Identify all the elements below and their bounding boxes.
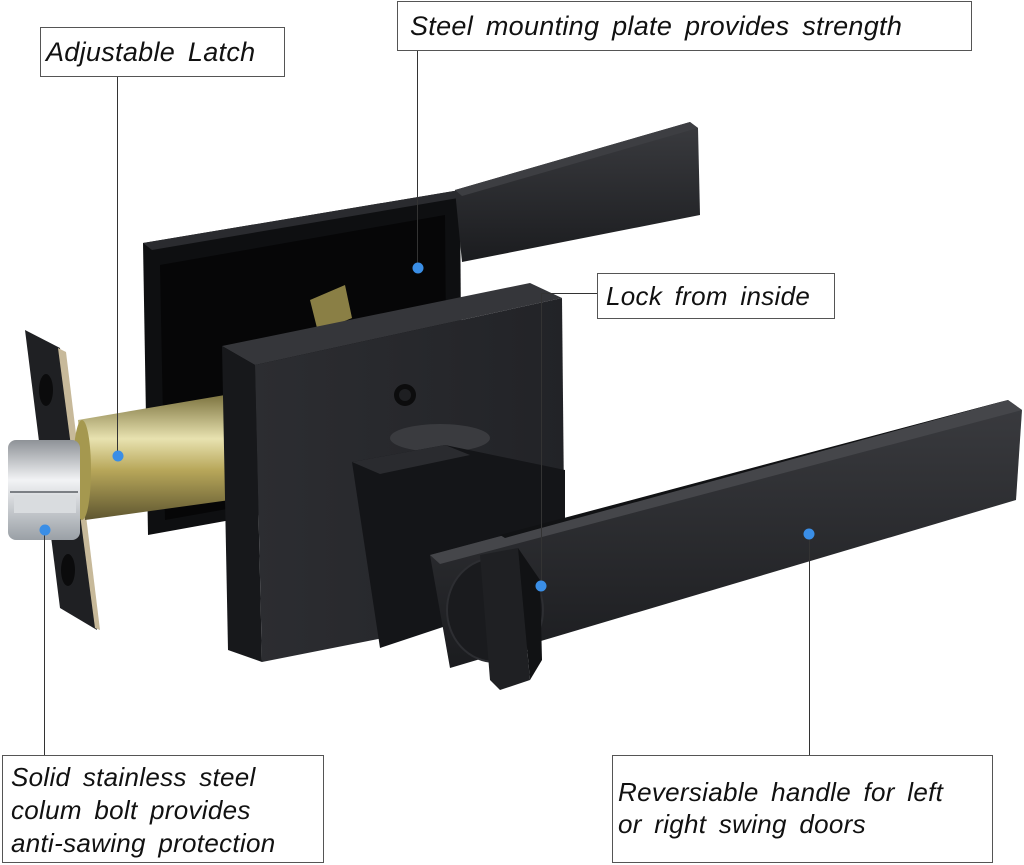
marker-dot-lock-from-inside <box>535 580 547 592</box>
marker-dot-mounting-plate <box>412 262 424 274</box>
leader-line-adjustable-latch <box>117 77 118 456</box>
marker-dot-reversible-handle <box>803 528 815 540</box>
marker-dot-stainless-bolt <box>39 524 51 536</box>
callout-adjustable-latch: Adjustable Latch <box>40 27 285 77</box>
back-lever <box>455 122 700 262</box>
callout-stainless-bolt: Solid stainless steel colum bolt provide… <box>2 755 324 863</box>
callout-text-line-3: anti-sawing protection <box>11 828 276 858</box>
callout-text-line-1: Solid stainless steel <box>11 762 256 792</box>
front-rosette <box>222 283 562 365</box>
latch-bolt <box>8 440 80 540</box>
callout-text-line-2: colum bolt provides <box>11 795 251 825</box>
callout-text: Adjustable Latch <box>46 37 256 67</box>
callout-text: Lock from inside <box>606 281 811 311</box>
callout-text-line-2: or right swing doors <box>618 809 866 839</box>
callout-reversible-handle: Reversiable handle for left or right swi… <box>612 755 993 863</box>
leader-line-lock-horizontal <box>541 293 597 294</box>
leader-line-lock-vertical <box>541 293 542 586</box>
callout-steel-mounting-plate: Steel mounting plate provides strength <box>397 1 972 51</box>
callout-text: Steel mounting plate provides strength <box>410 11 903 41</box>
latch-tube <box>78 395 230 520</box>
leader-line-handle <box>809 534 810 755</box>
marker-dot-adjustable-latch <box>112 450 124 462</box>
callout-text-line-1: Reversiable handle for left <box>618 777 944 807</box>
front-lever <box>430 400 1022 668</box>
leader-line-bolt <box>44 530 45 755</box>
callout-lock-from-inside: Lock from inside <box>597 273 835 319</box>
leader-line-mounting-plate <box>417 51 418 268</box>
thumb-turn <box>480 548 530 690</box>
